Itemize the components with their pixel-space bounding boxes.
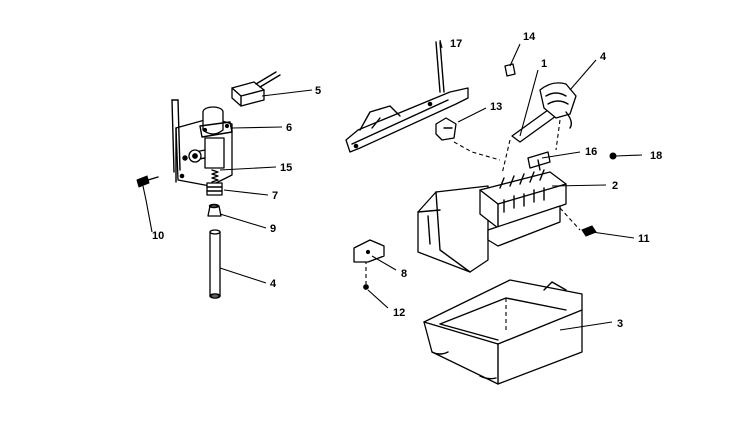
label-part-16: 16 bbox=[585, 146, 597, 158]
screw-part-18 bbox=[609, 152, 617, 160]
label-part-6: 6 bbox=[286, 122, 292, 134]
thermostat-part-4 bbox=[539, 82, 577, 129]
label-part-1: 1 bbox=[541, 58, 547, 70]
label-part-4-right: 4 bbox=[600, 51, 607, 63]
screw-part-11 bbox=[581, 225, 597, 237]
solenoid-part-6 bbox=[199, 106, 233, 138]
nut-part-7 bbox=[206, 182, 223, 196]
screw-part-10 bbox=[136, 175, 159, 188]
bracket-part-8 bbox=[353, 239, 385, 263]
label-part-4-left: 4 bbox=[270, 278, 277, 290]
part-labels: 5 6 15 7 9 4 10 17 13 14 1 4 16 18 2 11 … bbox=[152, 31, 662, 330]
ice-maker-body-part-2 bbox=[417, 169, 567, 273]
label-part-15: 15 bbox=[280, 162, 292, 174]
bracket-part-13 bbox=[435, 117, 457, 141]
ice-bucket-part-3 bbox=[423, 279, 583, 385]
fill-cup-part-16 bbox=[527, 151, 551, 171]
wire-connector-part-5 bbox=[231, 71, 281, 107]
fill-tube-part-4 bbox=[209, 229, 221, 299]
label-part-12: 12 bbox=[393, 307, 405, 319]
valve-assembly bbox=[136, 71, 281, 299]
label-part-13: 13 bbox=[490, 101, 502, 113]
leader-lines bbox=[142, 39, 643, 331]
label-part-11: 11 bbox=[638, 233, 650, 245]
label-part-17: 17 bbox=[450, 38, 462, 50]
ice-maker-assembly bbox=[345, 41, 617, 290]
label-part-8: 8 bbox=[401, 268, 407, 280]
label-part-7: 7 bbox=[272, 190, 278, 202]
label-part-2: 2 bbox=[612, 180, 618, 192]
label-part-9: 9 bbox=[270, 223, 276, 235]
label-part-14: 14 bbox=[523, 31, 536, 43]
label-part-18: 18 bbox=[650, 150, 662, 162]
label-part-5: 5 bbox=[315, 85, 321, 97]
mounting-plate-part-17 bbox=[345, 41, 469, 153]
label-part-10: 10 bbox=[152, 230, 164, 242]
screw-part-12 bbox=[363, 284, 369, 290]
label-part-3: 3 bbox=[617, 318, 623, 330]
